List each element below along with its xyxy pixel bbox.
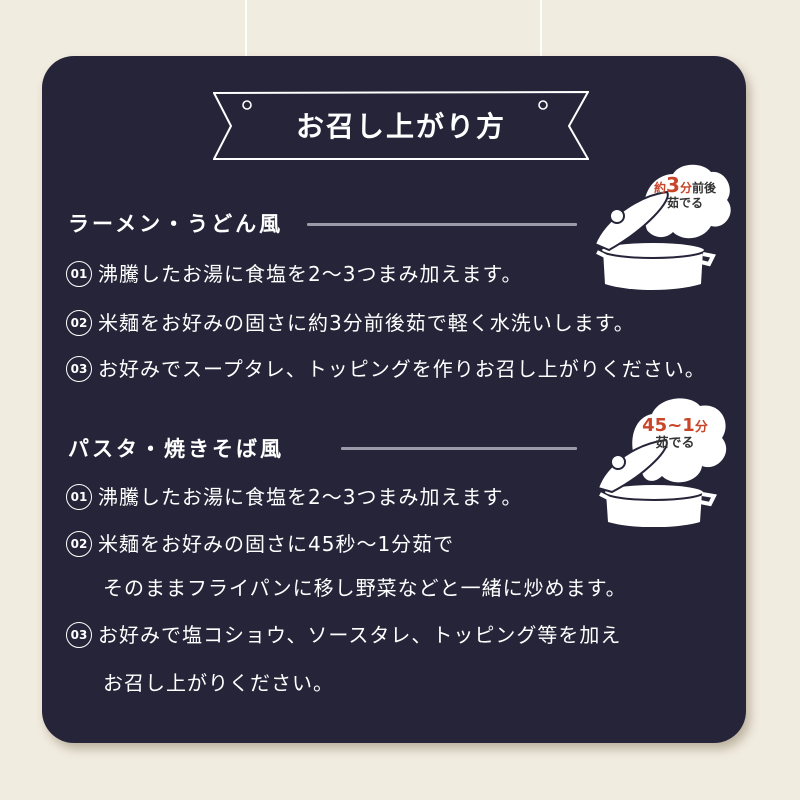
- boiling-pot-icon: [593, 164, 731, 290]
- badge-unit: 分: [694, 420, 708, 435]
- badge-number: 3: [666, 173, 680, 197]
- step-text: お好みで塩コショウ、ソースタレ、トッピング等を加え: [98, 623, 622, 647]
- section-heading-ramen: ラーメン・うどん風: [68, 212, 284, 236]
- page-title: お召し上がり方: [295, 110, 506, 143]
- badge-line2: 茹でる: [666, 196, 703, 210]
- badge-suffix: 前後: [691, 181, 716, 195]
- boiling-pot-illustration-1: 約3分前後 茹でる: [585, 160, 735, 290]
- heading-divider: [307, 223, 577, 226]
- step-number-badge: 01: [66, 260, 92, 287]
- boiling-pot-illustration-2: 45~1分 茹でる: [590, 392, 740, 528]
- step-text: 沸騰したお湯に食塩を2〜3つまみ加えます。: [98, 262, 523, 286]
- pasta-step-3-continued: お召し上がりください。: [103, 671, 334, 695]
- step-text: お好みでスープタレ、トッピングを作りお召し上がりください。: [98, 357, 706, 381]
- badge-line2: 茹でる: [655, 435, 695, 451]
- chalkboard: [42, 56, 746, 743]
- boiling-pot-icon: [596, 398, 727, 528]
- step-text: 米麺をお好みの固さに約3分前後茹で軽く水洗いします。: [98, 311, 635, 335]
- step-text: 沸騰したお湯に食塩を2〜3つまみ加えます。: [98, 485, 523, 509]
- boil-time-badge: 45~1分 茹でる: [630, 415, 720, 452]
- badge-prefix: 約: [654, 181, 667, 195]
- hanging-string-right: [540, 0, 542, 92]
- step-number-badge: 02: [66, 309, 92, 336]
- badge-number: 45~1: [642, 415, 695, 436]
- hanging-string-left: [245, 0, 247, 92]
- step-text: 米麺をお好みの固さに45秒〜1分茹で: [98, 532, 455, 556]
- step-number-badge: 01: [66, 483, 92, 510]
- badge-unit: 分: [679, 181, 692, 195]
- step-number-badge: 03: [66, 355, 92, 382]
- heading-divider: [341, 447, 577, 450]
- pasta-step-2-continued: そのままフライパンに移し野菜などと一緒に炒めます。: [103, 576, 627, 600]
- step-number-badge: 03: [66, 621, 92, 648]
- step-number-badge: 02: [66, 530, 92, 557]
- title-banner: お召し上がり方: [213, 91, 589, 161]
- section-heading-pasta: パスタ・焼きそば風: [68, 437, 284, 461]
- ribbon-icon: [213, 91, 589, 160]
- boil-time-badge: 約3分前後 茹でる: [635, 174, 735, 211]
